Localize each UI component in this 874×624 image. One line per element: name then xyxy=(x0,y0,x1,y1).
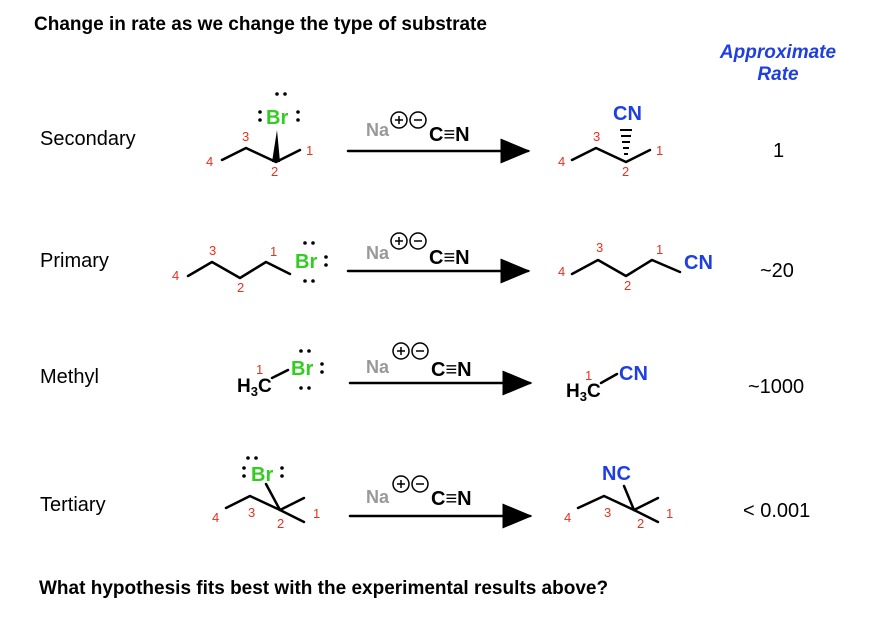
reagent-nacn: Na C≡N xyxy=(366,111,470,146)
carbon-number: 4 xyxy=(558,264,565,279)
primary-substrate: Br 4 3 2 1 xyxy=(172,241,328,295)
nitrile-group: NC xyxy=(602,463,631,485)
secondary-substrate: Br 4 3 2 1 xyxy=(206,92,313,179)
sodium-label: Na xyxy=(366,120,390,140)
reagent-nacn: Na C≡N xyxy=(366,232,470,269)
carbon-number: 4 xyxy=(206,154,213,169)
carbon-number: 2 xyxy=(237,280,244,295)
carbon-number: 4 xyxy=(558,154,565,169)
methyl-group: H3C xyxy=(566,381,601,404)
nitrile-group: CN xyxy=(619,363,648,385)
carbon-number: 2 xyxy=(622,164,629,179)
methyl-group: H3C xyxy=(237,376,272,399)
reagent-nacn: Na C≡N xyxy=(366,342,472,381)
cyanide-label: C≡N xyxy=(429,124,470,146)
bromine-atom: Br xyxy=(251,464,273,486)
methyl-product: H3C CN 1 xyxy=(566,363,648,404)
rate-header-line1: Approximate xyxy=(719,42,837,63)
carbon-number: 3 xyxy=(596,240,603,255)
bromine-atom: Br xyxy=(295,251,317,273)
sodium-label: Na xyxy=(366,487,390,507)
tertiary-substrate: Br 4 3 2 1 xyxy=(212,456,320,531)
methyl-substrate: H3C Br 1 xyxy=(237,349,324,399)
carbon-number: 4 xyxy=(564,510,571,525)
rate-methyl: ~1000 xyxy=(748,376,805,398)
nitrile-group: CN xyxy=(613,103,642,125)
carbon-number: 1 xyxy=(256,362,263,377)
primary-product: CN 4 3 2 1 xyxy=(558,240,713,293)
carbon-number: 3 xyxy=(604,505,611,520)
carbon-number: 1 xyxy=(656,242,663,257)
cyanide-label: C≡N xyxy=(431,359,472,381)
carbon-number: 1 xyxy=(666,506,673,521)
carbon-number: 1 xyxy=(313,506,320,521)
tertiary-product: NC 4 3 2 1 xyxy=(564,463,673,531)
sodium-label: Na xyxy=(366,243,390,263)
carbon-number: 1 xyxy=(585,368,592,383)
row-label-primary: Primary xyxy=(40,250,109,272)
rate-header-line2: Rate xyxy=(757,64,799,85)
bromine-atom: Br xyxy=(266,107,288,129)
reagent-nacn: Na C≡N xyxy=(366,475,472,510)
carbon-number: 3 xyxy=(593,129,600,144)
carbon-number: 1 xyxy=(656,143,663,158)
bromine-atom: Br xyxy=(291,358,313,380)
rate-tertiary: < 0.001 xyxy=(743,500,811,522)
rate-secondary: 1 xyxy=(773,140,785,162)
carbon-number: 4 xyxy=(172,268,179,283)
carbon-number: 3 xyxy=(209,243,216,258)
carbon-number: 2 xyxy=(277,516,284,531)
carbon-number: 1 xyxy=(306,143,313,158)
carbon-number: 3 xyxy=(248,505,255,520)
carbon-number: 1 xyxy=(270,244,277,259)
carbon-number: 2 xyxy=(624,278,631,293)
cyanide-label: C≡N xyxy=(429,247,470,269)
carbon-number: 3 xyxy=(242,129,249,144)
page-title: Change in rate as we change the type of … xyxy=(34,14,487,35)
carbon-number: 2 xyxy=(271,164,278,179)
sodium-label: Na xyxy=(366,357,390,377)
cyanide-label: C≡N xyxy=(431,488,472,510)
rate-column-header: Approximate Rate xyxy=(690,42,866,86)
row-label-methyl: Methyl xyxy=(40,366,99,388)
carbon-number: 4 xyxy=(212,510,219,525)
carbon-number: 2 xyxy=(637,516,644,531)
row-label-secondary: Secondary xyxy=(40,128,136,150)
secondary-product: CN 4 3 2 1 xyxy=(558,103,663,179)
rate-primary: ~20 xyxy=(760,260,794,282)
question-text: What hypothesis fits best with the exper… xyxy=(39,578,609,599)
nitrile-group: CN xyxy=(684,252,713,274)
row-label-tertiary: Tertiary xyxy=(40,494,106,516)
